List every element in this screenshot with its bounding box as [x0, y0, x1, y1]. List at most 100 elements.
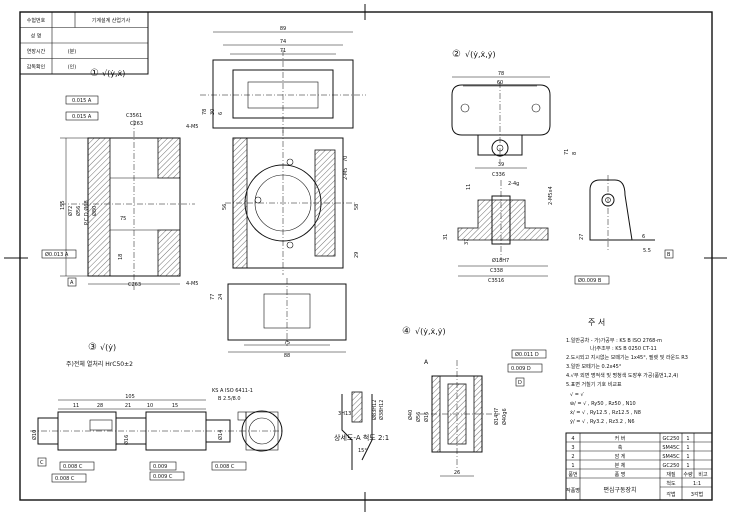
- v4-dim-phi16: Ø16: [423, 412, 430, 422]
- view4-cover: 26 A Ø40 Ø56 Ø16 Ø14H7 Ø40g6: [407, 359, 508, 477]
- detail-phi38: Ø38H12: [378, 400, 385, 420]
- exam-title: 기계설계 산업기사: [92, 17, 131, 24]
- v3-dim-28: 28: [97, 403, 103, 409]
- v2-dim-c338: C338: [490, 268, 503, 274]
- header-value-4: (인): [68, 64, 77, 71]
- title-label: 작품명: [566, 487, 580, 494]
- dim-phi72: Ø72: [67, 206, 74, 216]
- v3-tol-3: 0.009 C: [153, 474, 173, 480]
- v3-tol-5: 0.008 C: [55, 476, 75, 482]
- notes-line-10: ẏ/ = √ , Ry3.2 , Rz3.2 , N6: [570, 419, 635, 425]
- v3-dim-21: 21: [125, 403, 131, 409]
- dim-6-left: 6: [218, 112, 224, 115]
- v4-tol-2: 0.009 D: [511, 366, 531, 372]
- header-label-1: 수험번호: [27, 17, 46, 24]
- v2-dim-phi18: Ø18H7: [492, 257, 509, 264]
- v3-ks: KS A ISO 6411-1: [212, 388, 253, 394]
- datum-b: B: [667, 252, 671, 258]
- datum-a: A: [70, 280, 74, 286]
- parts-header-no: 품번: [568, 471, 578, 478]
- dim-155: 155: [60, 200, 66, 210]
- v2-dim-8: 8: [572, 152, 578, 155]
- tol-3: Ø0.013 A: [45, 251, 69, 258]
- header-label-3: 연장시간: [27, 48, 46, 55]
- dim-c3561: C3561: [126, 113, 142, 119]
- v2-dim-37: 37: [464, 239, 470, 245]
- view1-finish: √(ẏ,ẋ): [102, 69, 125, 78]
- dim-2m5: 2-M5: [343, 168, 349, 180]
- dim-56-left: 56: [222, 204, 228, 210]
- view2-front-section: 39 C336 2-4ɡ 2-M5x4 11 31 37 Ø18H7 C338 …: [443, 162, 554, 284]
- v4-dim-26: 26: [454, 470, 460, 476]
- view3-number: ③: [88, 342, 97, 353]
- view3-end-view: [240, 410, 284, 452]
- view3-shaft: 105 28 11 21 10 15 KS A ISO 6411-1 B 2.5…: [30, 388, 253, 451]
- dim-30-left: 30: [210, 109, 216, 115]
- v2-dim-78: 78: [498, 71, 504, 77]
- v3-b25: B 2.5/8.0: [218, 396, 241, 402]
- view1-front-section: 155 Ø72 Ø56 P.C.D.Ø68 Ø80 75 18 C263 C35…: [60, 113, 198, 290]
- v4-dim-a: A: [424, 359, 429, 366]
- projection-value: 3각법: [691, 491, 703, 498]
- v2-dim-71: 71: [564, 149, 570, 155]
- dim-29: 29: [354, 252, 360, 258]
- dim-phi80: Ø80: [91, 206, 98, 216]
- dim-58-right: 58: [354, 204, 360, 210]
- notes-title: 주 서: [588, 318, 605, 327]
- scale-value: 1:1: [693, 481, 701, 487]
- parts-header-material: 재질: [666, 471, 676, 478]
- dim-77: 77: [210, 294, 216, 300]
- header-label-4: 감독확인: [27, 64, 46, 71]
- dim-78-left: 78: [202, 109, 208, 115]
- notes-line-6: 5.표면 거칠기 기호 비교표: [566, 381, 622, 388]
- part-2-material: SM45C: [662, 454, 680, 460]
- part-4-qty: 1: [686, 436, 689, 442]
- v3-phi16: Ø16: [123, 435, 130, 445]
- notes-line-7: √ = √: [570, 392, 585, 398]
- v3-dim-10: 10: [147, 403, 153, 409]
- part-1-material: GC250: [663, 463, 680, 469]
- detail-3h13: 3H13: [338, 411, 351, 417]
- part-2-qty: 1: [686, 454, 689, 460]
- dim-70: 70: [343, 156, 349, 162]
- view3-finish: √(ẏ): [100, 343, 116, 352]
- dim-71: 71: [280, 48, 286, 54]
- view1-tolerance-frames: 0.015 A 0.015 A Ø0.013 A A: [41, 95, 99, 287]
- v2-dim-55: 5.5: [643, 248, 651, 254]
- v3-tol-1: 0.008 C: [63, 464, 83, 470]
- dim-4m5-top: 4-M5: [186, 124, 198, 130]
- v4-dim-phi40g6: Ø40g6: [501, 408, 508, 425]
- view4-number: ④: [402, 326, 411, 337]
- parts-list: 4 커 버 GC250 1 3 축 SM45C 1 2 암 게 SM45C 1 …: [565, 432, 713, 501]
- v3-phi10: Ø10: [31, 430, 38, 440]
- parts-header-note: 비고: [698, 471, 708, 478]
- tol-1: 0.015 A: [72, 98, 92, 104]
- drawing-border: [19, 11, 713, 501]
- view3-heat: 주)전체 열처리 HrC50±2: [66, 360, 133, 368]
- view2-finish: √(ẏ,ẋ,ẏ): [465, 50, 496, 59]
- header-label-2: 성 명: [31, 33, 42, 40]
- view1-number: ①: [90, 68, 99, 79]
- datum-c: C: [40, 460, 44, 466]
- view3-tolerances: 0.008 C 0.008 C 0.009 0.009 C 0.008 C C: [37, 457, 247, 483]
- view2-tolerance: Ø0.009 B: [574, 275, 610, 285]
- dim-75-bottom: 75: [284, 340, 290, 346]
- dim-c263-top: C263: [130, 121, 143, 127]
- view1-top-view: 89 74 71 78 30 6: [200, 26, 366, 135]
- detail-phi83: Ø83H12: [371, 400, 378, 420]
- part-2-name: 암 게: [615, 453, 626, 460]
- notes-line-2: 나)주조부 : KS B 0250 CT-11: [590, 345, 657, 352]
- dim-74: 74: [280, 39, 286, 45]
- part-4-no: 4: [571, 436, 574, 442]
- view2-label: ② √(ẏ,ẋ,ẏ): [452, 49, 496, 60]
- part-2-no: 2: [571, 454, 574, 460]
- v2-dim-2m5: 2-M5x4: [548, 186, 554, 205]
- notes-line-5: 4.√부 외면 명적색 및 명청색 도장후 가공(품번1,2,4): [566, 372, 678, 379]
- v2-dim-6: 6: [642, 234, 645, 240]
- projection-label: 각법: [666, 491, 675, 498]
- v2-dim-39: 39: [498, 162, 504, 168]
- v2-dim-11: 11: [466, 184, 472, 190]
- view4-finish: √(ẏ,ẋ,ẏ): [415, 327, 446, 336]
- v2-dim-31: 31: [443, 234, 449, 240]
